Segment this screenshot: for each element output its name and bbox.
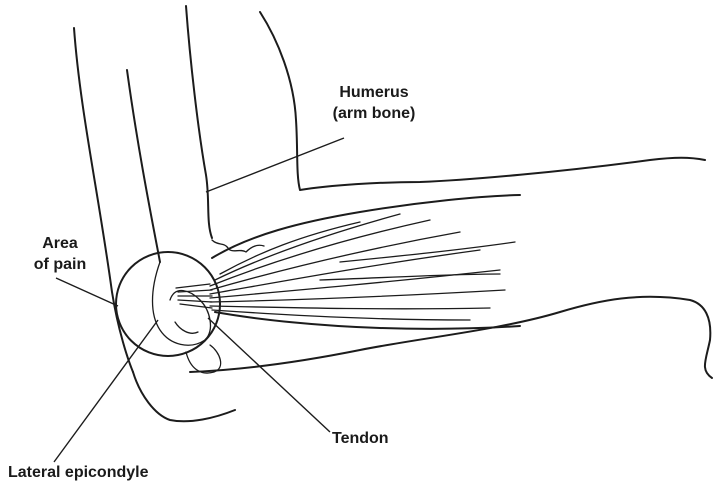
forearm-muscle-outline-top <box>212 195 520 258</box>
upper-arm-left-outline <box>74 28 133 372</box>
humerus-leader-line <box>206 138 344 192</box>
humerus-label-line1: Humerus <box>310 82 438 103</box>
humerus-outline-left <box>127 70 160 262</box>
humerus-label-line2: (arm bone) <box>310 103 438 124</box>
humerus-outline-right <box>186 6 212 238</box>
elbow-bottom-outline <box>133 372 235 421</box>
humerus-label: Humerus (arm bone) <box>310 82 438 124</box>
area-of-pain-label: Area of pain <box>20 233 100 275</box>
elbow-joint-contour <box>186 345 221 373</box>
lateral-epicondyle-label: Lateral epicondyle <box>8 462 149 483</box>
tendon-label: Tendon <box>332 428 389 449</box>
area-of-pain-circle <box>116 252 220 356</box>
area-of-pain-label-line1: Area <box>20 233 100 254</box>
bone-detail <box>175 322 198 333</box>
muscle-fibers <box>210 214 515 320</box>
tendon-leader-line <box>208 318 330 432</box>
area-of-pain-label-line2: of pain <box>20 254 100 275</box>
tendon-strands <box>176 284 212 308</box>
elbow-crease-detail <box>212 240 264 252</box>
area-of-pain-leader-line <box>56 278 118 306</box>
lateral-epicondyle-leader-line <box>54 320 158 462</box>
forearm-muscle-outline-bottom <box>215 312 520 329</box>
